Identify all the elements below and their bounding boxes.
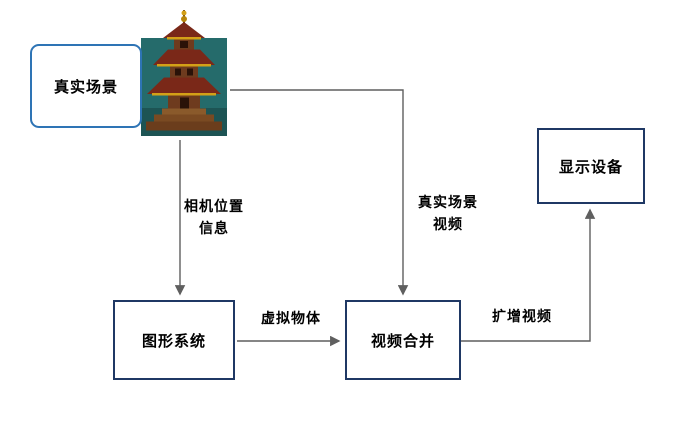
node-display-device: 显示设备 — [537, 128, 645, 204]
node-real-scene-label: 真实场景 — [53, 77, 118, 96]
edge-label-camera-position: 相机位置 信息 — [184, 199, 244, 238]
node-video-merge-label: 视频合并 — [370, 331, 435, 350]
edge-label-real-scene-video: 真实场景 视频 — [418, 195, 478, 234]
node-display-device-label: 显示设备 — [558, 157, 623, 176]
edge-label-augmented-video: 扩增视频 — [492, 309, 552, 325]
edge-group — [174, 89, 596, 347]
node-graphics-system: 图形系统 — [113, 300, 235, 380]
edge-label-virtual-object: 虚拟物体 — [261, 311, 321, 327]
node-video-merge: 视频合并 — [345, 300, 461, 380]
edge-scene-to-video-merge — [230, 89, 409, 296]
edge-video-merge-to-display — [461, 208, 596, 342]
node-graphics-system-label: 图形系统 — [141, 331, 206, 350]
pagoda-illustration-icon — [138, 8, 230, 136]
node-real-scene: 真实场景 — [30, 44, 142, 128]
